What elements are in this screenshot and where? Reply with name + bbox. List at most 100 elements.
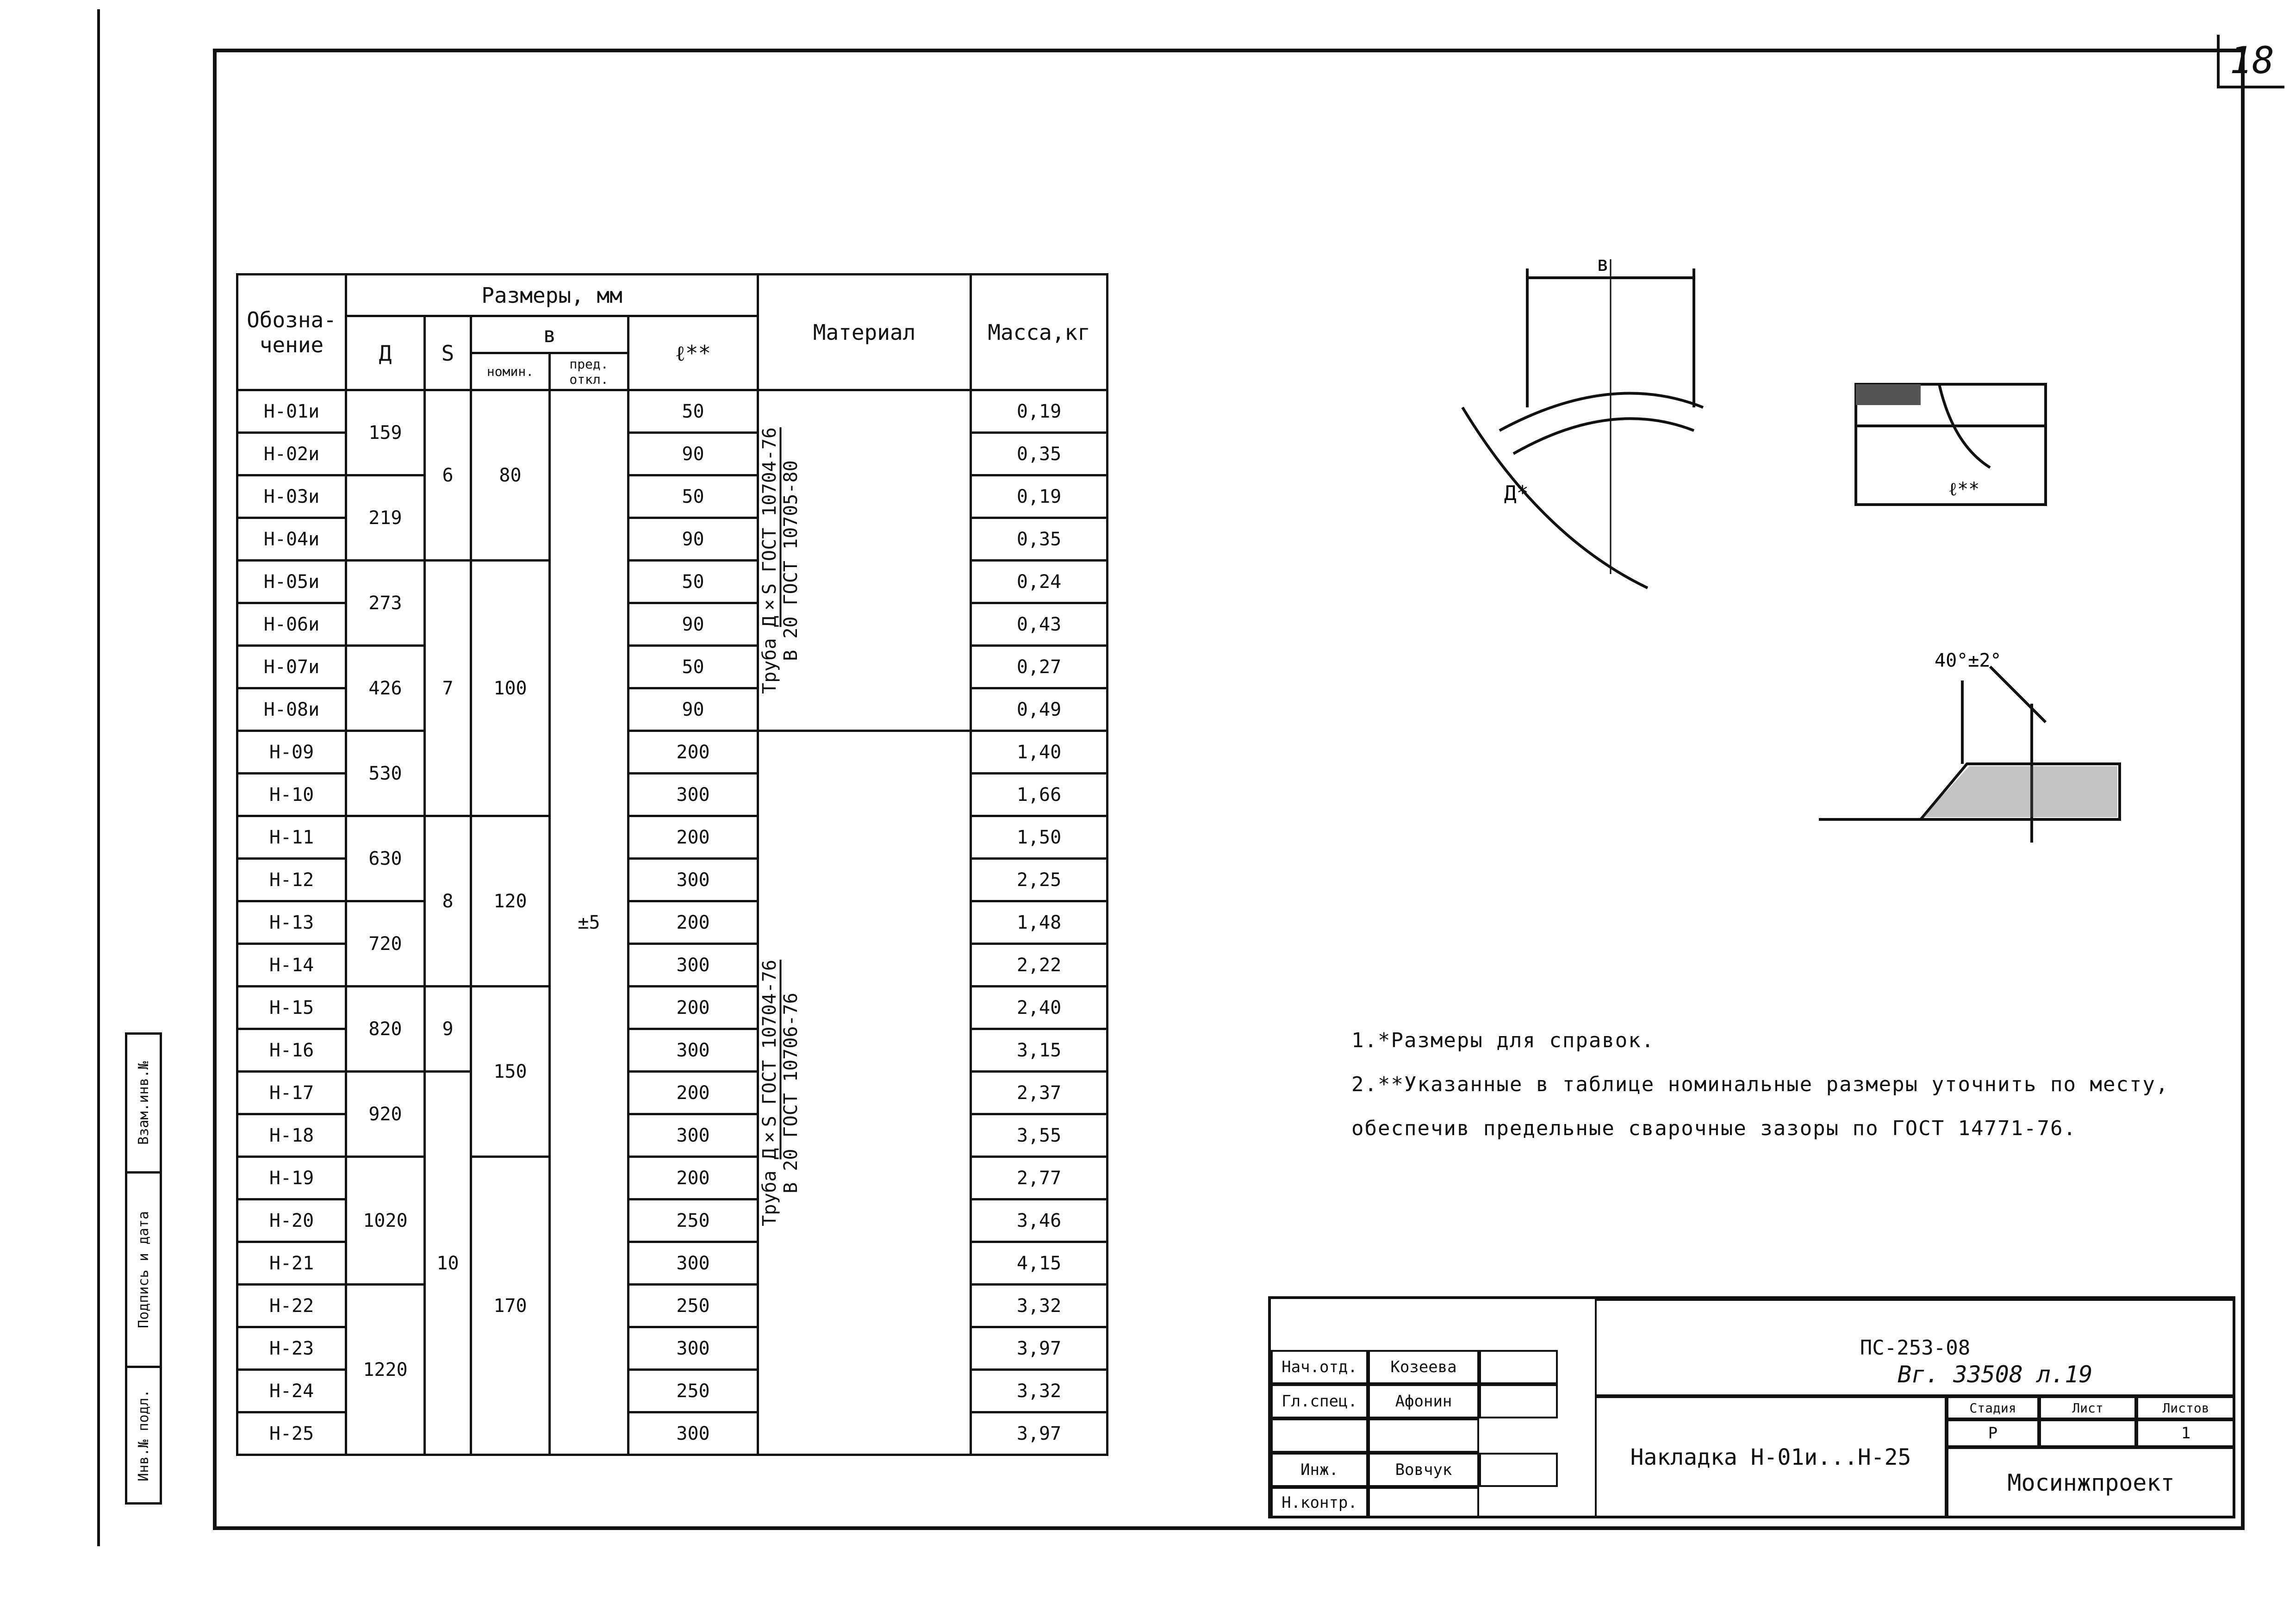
- cell-designation: Н-25: [236, 1411, 347, 1456]
- cell-D: 720: [345, 900, 426, 987]
- col-b-nominal: номин.: [470, 352, 551, 391]
- cell-mass: 3,32: [970, 1283, 1109, 1328]
- tb-sheet-value: [2039, 1419, 2136, 1447]
- cell-mass: 1,40: [970, 730, 1109, 775]
- cell-designation: Н-06и: [236, 602, 347, 647]
- cell-l: 200: [627, 815, 759, 860]
- dim-D-arc: [1461, 406, 1649, 589]
- notes: 1.*Размеры для справок. 2.**Указанные в …: [1351, 1018, 2169, 1150]
- cell-mass: 2,22: [970, 943, 1109, 987]
- cell-D: 1220: [345, 1283, 426, 1456]
- cell-l: 200: [627, 985, 759, 1030]
- margin-cell-signature: Подпись и дата: [127, 1174, 160, 1368]
- cell-mass: 2,37: [970, 1070, 1109, 1115]
- cell-D: 920: [345, 1070, 426, 1158]
- cell-designation: Н-08и: [236, 687, 347, 732]
- margin-stamp: Взам.инв.№ Подпись и дата Инв.№ подл.: [125, 1032, 162, 1505]
- table-row: Н-08и 90 0,49: [236, 687, 1109, 732]
- tb-stage-label: Стадия: [1947, 1396, 2039, 1419]
- label-D: Д*: [1504, 481, 1529, 505]
- tb-organization: Мосинжпроект: [1947, 1447, 2235, 1518]
- cell-designation: Н-13: [236, 900, 347, 945]
- cell-b-nominal: 120: [470, 815, 551, 987]
- tb-title: Накладка Н-01и...Н-25: [1595, 1396, 1947, 1518]
- cell-l: 300: [627, 1241, 759, 1286]
- cell-b-nominal: 100: [470, 559, 551, 817]
- inventory-note: Вг. 33508 л.19: [1898, 1361, 2093, 1388]
- cell-l: 300: [627, 857, 759, 902]
- cell-designation: Н-17: [236, 1070, 347, 1115]
- label-l: ℓ**: [1948, 479, 1979, 500]
- col-dimensions: Размеры, мм: [344, 273, 759, 317]
- cell-designation: Н-15: [236, 985, 347, 1030]
- cell-mass: 3,15: [970, 1028, 1109, 1073]
- cell-mass: 0,27: [970, 644, 1109, 689]
- tb-sign-1: [1479, 1350, 1558, 1384]
- cell-s: 10: [423, 1070, 472, 1456]
- table-row: Н-06и 90 0,43: [236, 602, 1109, 647]
- cell-l: 50: [627, 644, 759, 689]
- cell-l: 300: [627, 1411, 759, 1456]
- cell-D: 630: [345, 815, 426, 902]
- cell-designation: Н-05и: [236, 559, 347, 604]
- cell-l: 90: [627, 602, 759, 647]
- cell-l: 50: [627, 559, 759, 604]
- tb-name-1: Козеева: [1368, 1350, 1479, 1384]
- label-angle: 40°±2°: [1935, 650, 2002, 671]
- tb-name-2: Афонин: [1368, 1384, 1479, 1418]
- note-1: 1.*Размеры для справок.: [1351, 1029, 1655, 1052]
- cell-D: 820: [345, 985, 426, 1073]
- cell-mass: 0,35: [970, 517, 1109, 562]
- cell-mass: 0,43: [970, 602, 1109, 647]
- col-D: Д: [345, 315, 426, 391]
- tb-name-4: Вовчук: [1368, 1453, 1479, 1487]
- col-designation: Обозна-чение: [236, 273, 347, 391]
- cell-mass: 3,97: [970, 1411, 1109, 1456]
- cell-mass: 3,32: [970, 1368, 1109, 1413]
- cell-designation: Н-04и: [236, 517, 347, 562]
- cell-l: 90: [627, 687, 759, 732]
- cell-designation: Н-18: [236, 1113, 347, 1158]
- tb-sheets-value: 1: [2136, 1419, 2235, 1447]
- cell-mass: 0,49: [970, 687, 1109, 732]
- cell-l: 300: [627, 1113, 759, 1158]
- cell-l: 250: [627, 1368, 759, 1413]
- tb-role-2: Гл.спец.: [1271, 1384, 1368, 1418]
- specification-table: Обозна-чение Размеры, мм Материал Масса,…: [236, 273, 1109, 1456]
- pad-side-view: [1854, 383, 2047, 506]
- tb-sign-2: [1479, 1384, 1558, 1418]
- tb-name-3: [1368, 1418, 1479, 1453]
- cell-mass: 1,50: [970, 815, 1109, 860]
- col-material: Материал: [757, 273, 972, 391]
- cell-D: 1020: [345, 1156, 426, 1286]
- cell-b-nominal: 150: [470, 985, 551, 1158]
- cell-D: 273: [345, 559, 426, 647]
- cell-mass: 2,77: [970, 1156, 1109, 1200]
- pad-arc-inner: [1512, 417, 1695, 455]
- cell-s: 7: [423, 559, 472, 817]
- col-b: в: [470, 315, 629, 354]
- cell-l: 300: [627, 772, 759, 817]
- cell-l: 300: [627, 1028, 759, 1073]
- cell-D: 219: [345, 474, 426, 562]
- cell-designation: Н-07и: [236, 644, 347, 689]
- margin-cell-replaced-inv: Взам.инв.№: [127, 1035, 160, 1174]
- cell-b-tolerance: ±5: [548, 389, 629, 1456]
- tb-role-4: Инж.: [1271, 1453, 1368, 1487]
- cell-mass: 0,24: [970, 559, 1109, 604]
